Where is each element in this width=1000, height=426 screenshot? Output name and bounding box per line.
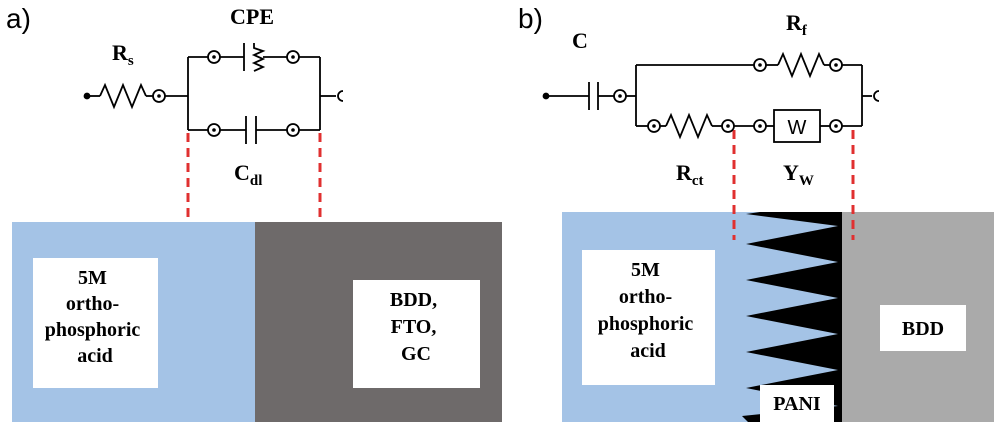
electrode-box-b — [880, 305, 966, 351]
electrolyte-label-b: 5M ortho- phosphoric acid — [598, 259, 699, 362]
warburg-element — [773, 109, 821, 143]
rf-resistor — [777, 51, 825, 79]
rs-resistor — [99, 82, 147, 110]
circuit-b — [542, 51, 880, 143]
electrode-label-b: BDD — [902, 318, 944, 340]
electrolyte-box-b — [582, 250, 715, 385]
circuit-a — [83, 43, 344, 144]
panel-a-label: a) — [6, 3, 31, 34]
c-label: C — [572, 28, 588, 53]
pani-label-box — [760, 385, 834, 422]
warburg-label: W — [788, 117, 807, 139]
electrolyte-label-a: 5M ortho- phosphoric acid — [45, 267, 146, 367]
rct-label: Rct — [676, 160, 704, 189]
pani-label: PANI — [773, 393, 821, 415]
electrolyte-box-a — [33, 258, 158, 388]
cpe-label: CPE — [230, 4, 274, 29]
rct-resistor — [665, 112, 713, 140]
panel-b-label: b) — [518, 3, 543, 34]
pani-film — [742, 212, 842, 422]
rf-label: Rf — [786, 10, 808, 39]
yw-label: YW — [783, 160, 814, 189]
rs-label: Rs — [112, 40, 134, 69]
cdl-label: Cdl — [234, 160, 262, 189]
panel-b: b) 5M ortho- phosphoric acid BDD PANI — [518, 3, 994, 422]
panel-a: a) 5M ortho- phosphoric acid BDD, FTO, G… — [6, 3, 502, 422]
electrode-label-a: BDD, FTO, GC — [390, 289, 442, 365]
electrode-box-a — [353, 280, 480, 388]
cpe-element — [251, 43, 266, 72]
